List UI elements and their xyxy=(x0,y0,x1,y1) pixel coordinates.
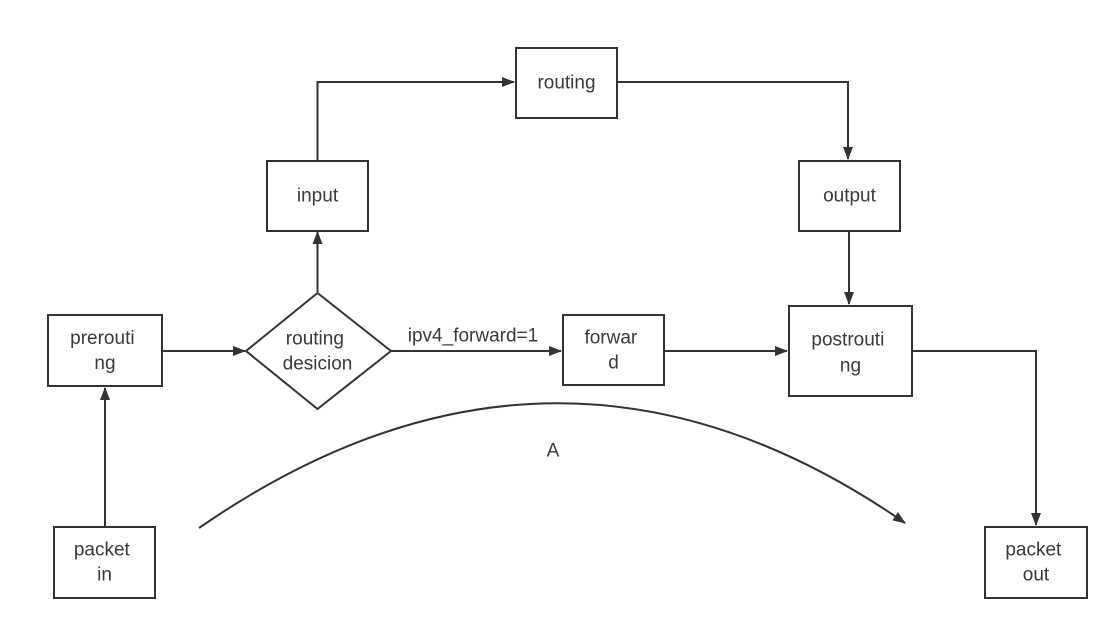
node-input-box xyxy=(266,160,369,232)
edge-input-to-routing xyxy=(316,77,515,161)
node-forward-box xyxy=(562,314,665,386)
node-packet-out-label-line1: packet xyxy=(1005,540,1062,561)
node-prerouting-label-line1: prerouti xyxy=(70,328,134,349)
node-forward-label-line1: forwar xyxy=(584,328,637,349)
node-postrouting-box xyxy=(788,305,913,397)
node-packet-in-label: packet in xyxy=(74,534,135,586)
node-forward-label-line2: d xyxy=(608,353,619,374)
node-input-label: input xyxy=(297,186,339,207)
node-postrouting-label: postrouti ng xyxy=(811,324,889,377)
node-routing-label: routing xyxy=(537,73,595,94)
node-output-box xyxy=(798,160,901,232)
edge-label-a: A xyxy=(547,441,560,462)
edge-curved-bypass-arrow xyxy=(198,402,906,529)
node-packet-out-label-line2: out xyxy=(1023,565,1050,586)
node-postrouting-label-line2: ng xyxy=(840,356,861,377)
node-routing-decision-diamond xyxy=(244,291,393,411)
node-output-label: output xyxy=(823,186,877,207)
node-prerouting-box xyxy=(47,314,163,387)
node-routing-decision-label-line1: routing xyxy=(286,329,344,350)
node-routing-decision-label-line2: desicion xyxy=(283,354,353,375)
node-packet-out-box xyxy=(984,526,1088,599)
node-prerouting-label: prerouti ng xyxy=(70,323,140,375)
node-routing-decision-label: routing desicion xyxy=(283,323,353,375)
node-prerouting-label-line2: ng xyxy=(94,353,115,374)
node-routing-box xyxy=(515,47,618,119)
node-postrouting-label-line1: postrouti xyxy=(811,330,884,351)
edge-postrouting-to-packet-out xyxy=(912,350,1041,526)
node-packet-in-label-line2: in xyxy=(97,565,112,586)
node-packet-in-box xyxy=(53,526,156,599)
node-packet-in-label-line1: packet xyxy=(74,540,131,561)
node-packet-out-label: packet out xyxy=(1005,534,1066,586)
edge-routing-to-output xyxy=(617,81,853,160)
node-forward-label: forwar d xyxy=(584,322,642,374)
edge-label-ipv4-forward: ipv4_forward=1 xyxy=(408,326,538,347)
